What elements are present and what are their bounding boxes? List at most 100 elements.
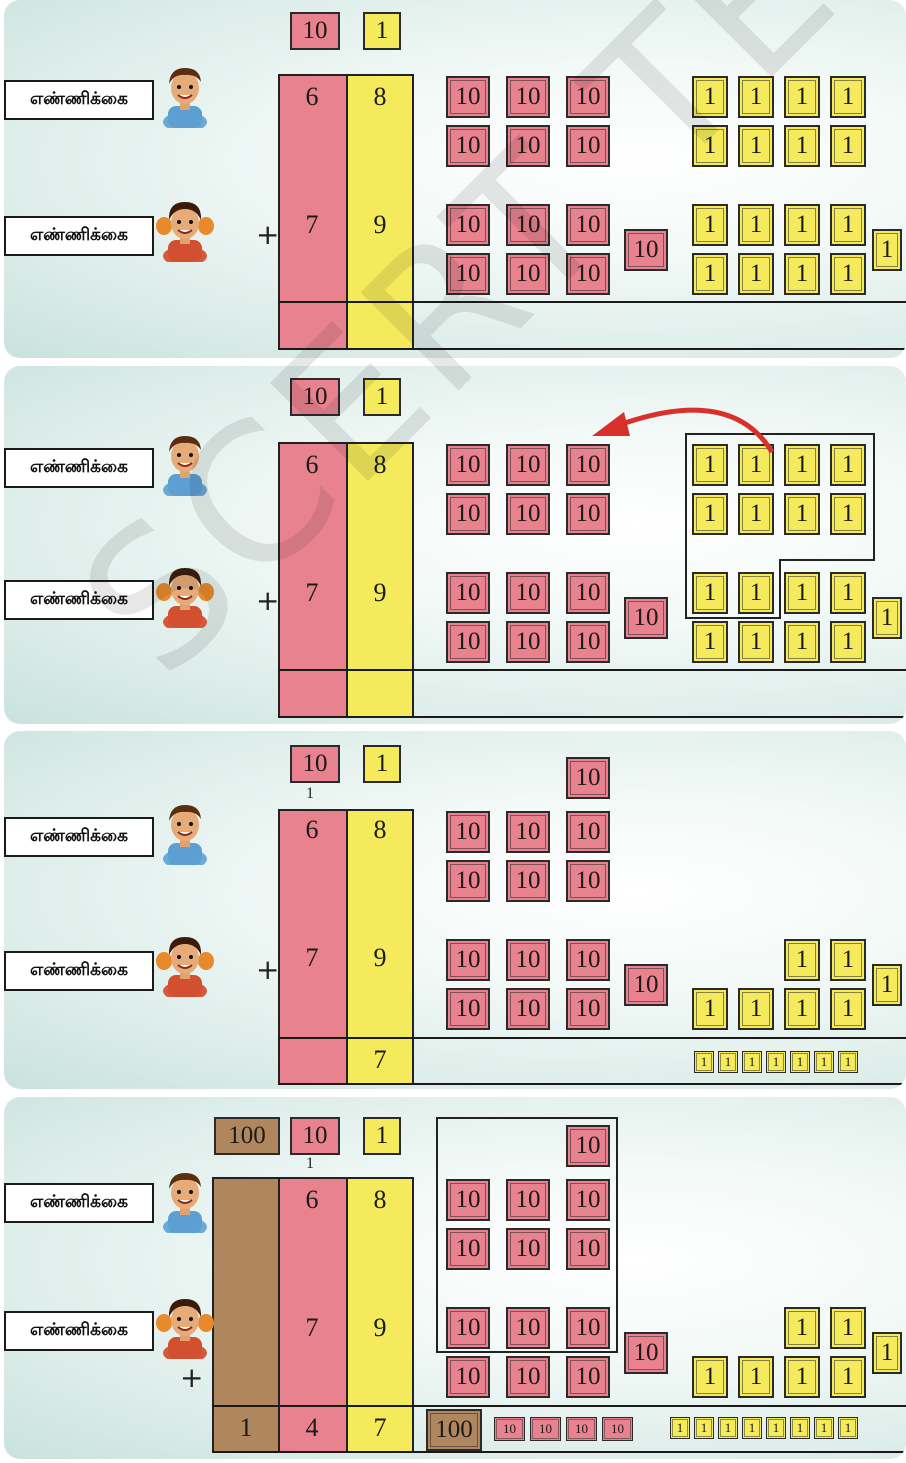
header-tens: 10 (290, 1117, 340, 1155)
count-label-top: எண்ணிக்கை (4, 80, 154, 120)
ten-tile: 10 (506, 988, 550, 1030)
one-tile: 1 (738, 621, 774, 663)
one-tile: 1 (830, 1356, 866, 1398)
count-label-top: எண்ணிக்கை (4, 448, 154, 488)
result-ones-digit: 7 (348, 1413, 412, 1443)
one-tile: 1 (738, 204, 774, 246)
ten-tile: 10 (566, 1307, 610, 1349)
ten-tile: 10 (506, 125, 550, 167)
girl-avatar-icon (156, 1293, 214, 1359)
ten-tile: 10 (506, 444, 550, 486)
header-ones: 1 (363, 12, 401, 50)
bottom-tens-digit: 7 (280, 943, 344, 973)
result-ones-digit: 7 (348, 1045, 412, 1075)
small-one-tile: 1 (670, 1417, 690, 1439)
ten-tile: 10 (566, 493, 610, 535)
answer-line (278, 669, 906, 671)
one-tile: 1 (830, 253, 866, 295)
ten-tile: 10 (506, 939, 550, 981)
grouping-outline (684, 432, 880, 622)
hundred-tile: 100 (426, 1409, 482, 1451)
panel-step-1: 10 1 6 8 7 9 எண்ணிக்கை எண்ணிக்கை + 10 10… (4, 0, 906, 358)
carry-digit: 1 (306, 785, 314, 803)
one-tile: 1 (830, 1307, 866, 1349)
one-tile: 1 (738, 253, 774, 295)
boy-avatar-icon (156, 1167, 214, 1233)
ten-tile: 10 (566, 253, 610, 295)
header-hundreds: 100 (214, 1117, 280, 1155)
header-tens: 10 (290, 745, 340, 783)
panel-step-2: 10 1 6 8 7 9 எண்ணிக்கை எண்ணிக்கை + 10 10… (4, 366, 906, 724)
small-one-tile: 1 (790, 1051, 810, 1073)
ten-tile: 10 (566, 76, 610, 118)
top-tens-digit: 6 (280, 1185, 344, 1215)
ten-tile: 10 (446, 621, 490, 663)
bottom-ones-digit: 9 (348, 943, 412, 973)
boy-avatar-icon (156, 430, 214, 496)
one-tile: 1 (692, 621, 728, 663)
girl-avatar-icon (156, 562, 214, 628)
one-tile: 1 (784, 125, 820, 167)
count-label-bottom: எண்ணிக்கை (4, 1311, 154, 1351)
plus-sign: + (256, 218, 279, 251)
ten-tile: 10 (506, 621, 550, 663)
top-tens-digit: 6 (280, 450, 344, 480)
small-one-tile: 1 (814, 1051, 834, 1073)
one-tile: 1 (784, 253, 820, 295)
ten-tile: 10 (446, 253, 490, 295)
ten-tile: 10 (506, 811, 550, 853)
one-tile: 1 (830, 204, 866, 246)
ten-tile: 10 (506, 1307, 550, 1349)
small-one-tile: 1 (766, 1417, 786, 1439)
ten-tile: 10 (446, 493, 490, 535)
ten-tile: 10 (506, 76, 550, 118)
small-one-tile: 1 (742, 1417, 762, 1439)
header-ones: 1 (363, 1117, 401, 1155)
ten-tile: 10 (566, 1179, 610, 1221)
count-label-top: எண்ணிக்கை (4, 817, 154, 857)
top-ones-digit: 8 (348, 82, 412, 112)
base-line (278, 716, 906, 718)
result-tens-digit: 4 (280, 1413, 344, 1443)
small-one-tile: 1 (718, 1051, 738, 1073)
small-one-tile: 1 (838, 1417, 858, 1439)
ten-tile: 10 (446, 1307, 490, 1349)
ten-tile: 10 (624, 597, 668, 639)
panel-step-3: 10 1 1 6 8 7 9 7 எண்ணிக்கை எண்ணிக்கை + 1… (4, 731, 906, 1089)
top-tens-digit: 6 (280, 815, 344, 845)
small-one-tile: 1 (838, 1051, 858, 1073)
base-line (278, 1083, 906, 1085)
panel-step-4: 100 10 1 1 6 8 7 9 1 4 7 எண்ணிக்கை எண்ணி… (4, 1097, 906, 1459)
bottom-tens-digit: 7 (280, 210, 344, 240)
ten-tile: 10 (506, 572, 550, 614)
ten-tile: 10 (566, 757, 610, 799)
ten-tile: 10 (566, 988, 610, 1030)
ten-tile: 10 (624, 229, 668, 271)
one-tile: 1 (784, 76, 820, 118)
one-tile: 1 (692, 1356, 728, 1398)
top-tens-digit: 6 (280, 82, 344, 112)
one-tile: 1 (738, 1356, 774, 1398)
ten-tile: 10 (624, 1332, 668, 1374)
one-tile: 1 (784, 621, 820, 663)
result-hundreds-digit: 1 (214, 1413, 278, 1443)
ten-tile: 10 (566, 1125, 610, 1167)
boy-avatar-icon (156, 799, 214, 865)
one-tile: 1 (830, 125, 866, 167)
count-label-top: எண்ணிக்கை (4, 1183, 154, 1223)
ten-tile: 10 (506, 493, 550, 535)
plus-sign: + (256, 584, 279, 617)
ten-tile: 10 (566, 621, 610, 663)
answer-line (278, 301, 906, 303)
ten-tile: 10 (506, 860, 550, 902)
ten-tile: 10 (566, 1356, 610, 1398)
one-tile: 1 (738, 76, 774, 118)
bottom-ones-digit: 9 (348, 1313, 412, 1343)
one-tile: 1 (784, 1307, 820, 1349)
one-tile: 1 (738, 125, 774, 167)
one-tile: 1 (872, 1332, 902, 1374)
bottom-tens-digit: 7 (280, 578, 344, 608)
one-tile: 1 (784, 204, 820, 246)
plus-sign: + (180, 1361, 203, 1394)
top-ones-digit: 8 (348, 815, 412, 845)
